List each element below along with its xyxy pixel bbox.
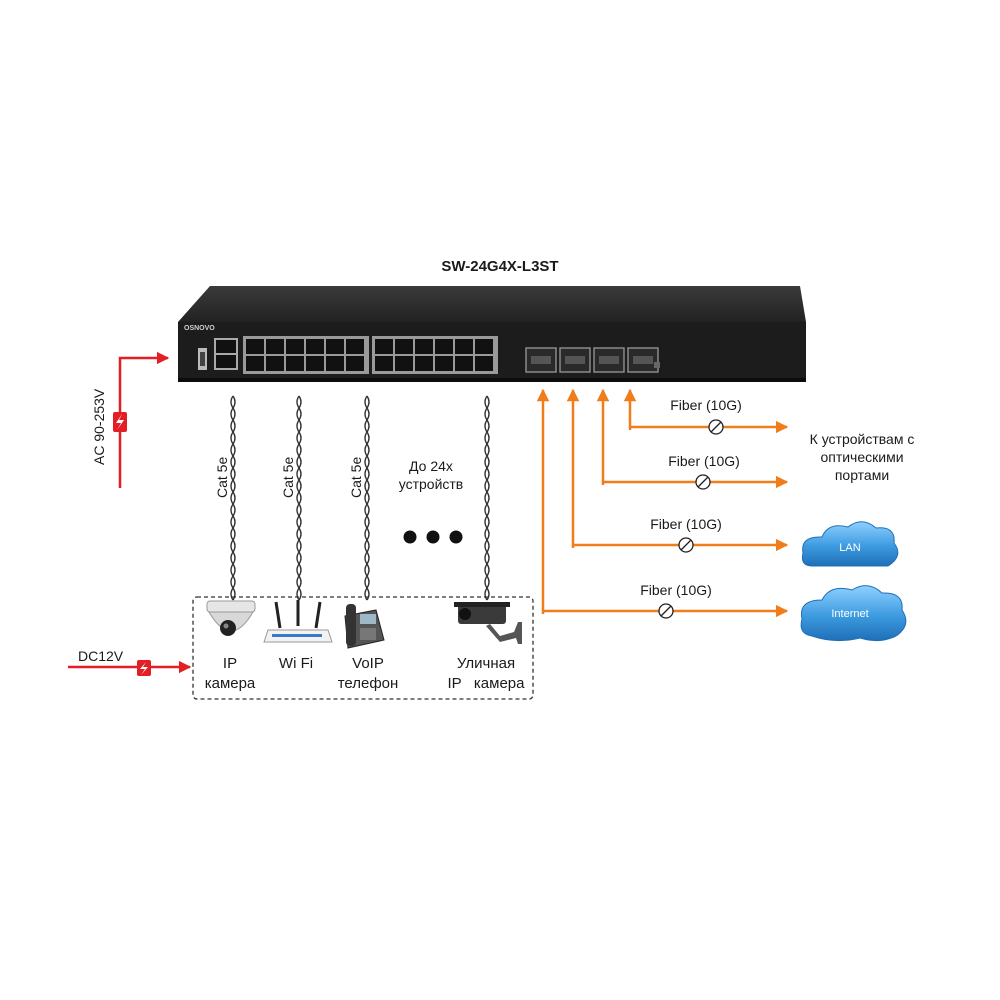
optical-devices-label-1: К устройствам с xyxy=(810,431,915,447)
rj45-ports-block-1 xyxy=(243,336,369,374)
fiber-connector-icons xyxy=(658,419,724,619)
device-label-street-camera-2: IP камера xyxy=(448,675,526,692)
cable-label-2: Cat 5e xyxy=(280,457,296,498)
optical-devices-label-2: оптическими xyxy=(820,449,903,465)
ac-power-label: AC 90-253V xyxy=(91,388,107,465)
brand-logo: OSNOVO xyxy=(184,325,215,332)
device-label-street-camera-1: Уличная xyxy=(457,655,515,672)
dc-power-line: DC12V xyxy=(68,648,192,676)
internet-cloud-icon: Internet xyxy=(800,585,907,642)
max-devices-label-line1: До 24х xyxy=(409,458,453,474)
device-label-ip-camera-1: IP xyxy=(223,655,237,672)
fiber-label-3: Fiber (10G) xyxy=(650,516,722,532)
fiber-label-4: Fiber (10G) xyxy=(640,582,712,598)
wifi-router-icon xyxy=(263,600,333,643)
dome-camera-icon xyxy=(206,600,256,636)
twisted-pair-cables xyxy=(230,395,490,601)
ellipsis-dots xyxy=(403,530,463,544)
device-title: SW-24G4X-L3ST xyxy=(441,258,558,275)
device-label-voip-2: телефон xyxy=(338,675,399,692)
device-label-voip-1: VoIP xyxy=(352,655,384,672)
switch-chassis: OSNOVO xyxy=(178,286,806,382)
cable-label-3: Cat 5e xyxy=(348,457,364,498)
lan-cloud-icon: LAN xyxy=(801,521,899,567)
sfp-ports xyxy=(525,347,659,373)
fiber-label-2: Fiber (10G) xyxy=(668,453,740,469)
street-camera-icon xyxy=(454,602,522,644)
rj45-ports-block-2 xyxy=(372,336,498,374)
fiber-links xyxy=(536,388,789,618)
cable-label-1: Cat 5e xyxy=(214,457,230,498)
optical-devices-label-3: портами xyxy=(835,467,889,483)
dc-power-label: DC12V xyxy=(78,648,124,664)
devices-box xyxy=(192,596,534,700)
voip-phone-icon xyxy=(344,604,385,649)
device-label-wifi: Wi Fi xyxy=(279,655,313,672)
device-label-ip-camera-2: камера xyxy=(205,675,256,692)
lightning-icon xyxy=(113,412,127,432)
max-devices-label-line2: устройств xyxy=(399,476,464,492)
ac-power-line: AC 90-253V xyxy=(91,351,170,488)
lan-label: LAN xyxy=(839,542,860,554)
fiber-label-1: Fiber (10G) xyxy=(670,397,742,413)
status-led xyxy=(654,362,660,368)
lightning-icon xyxy=(137,660,151,676)
internet-label: Internet xyxy=(831,608,868,620)
